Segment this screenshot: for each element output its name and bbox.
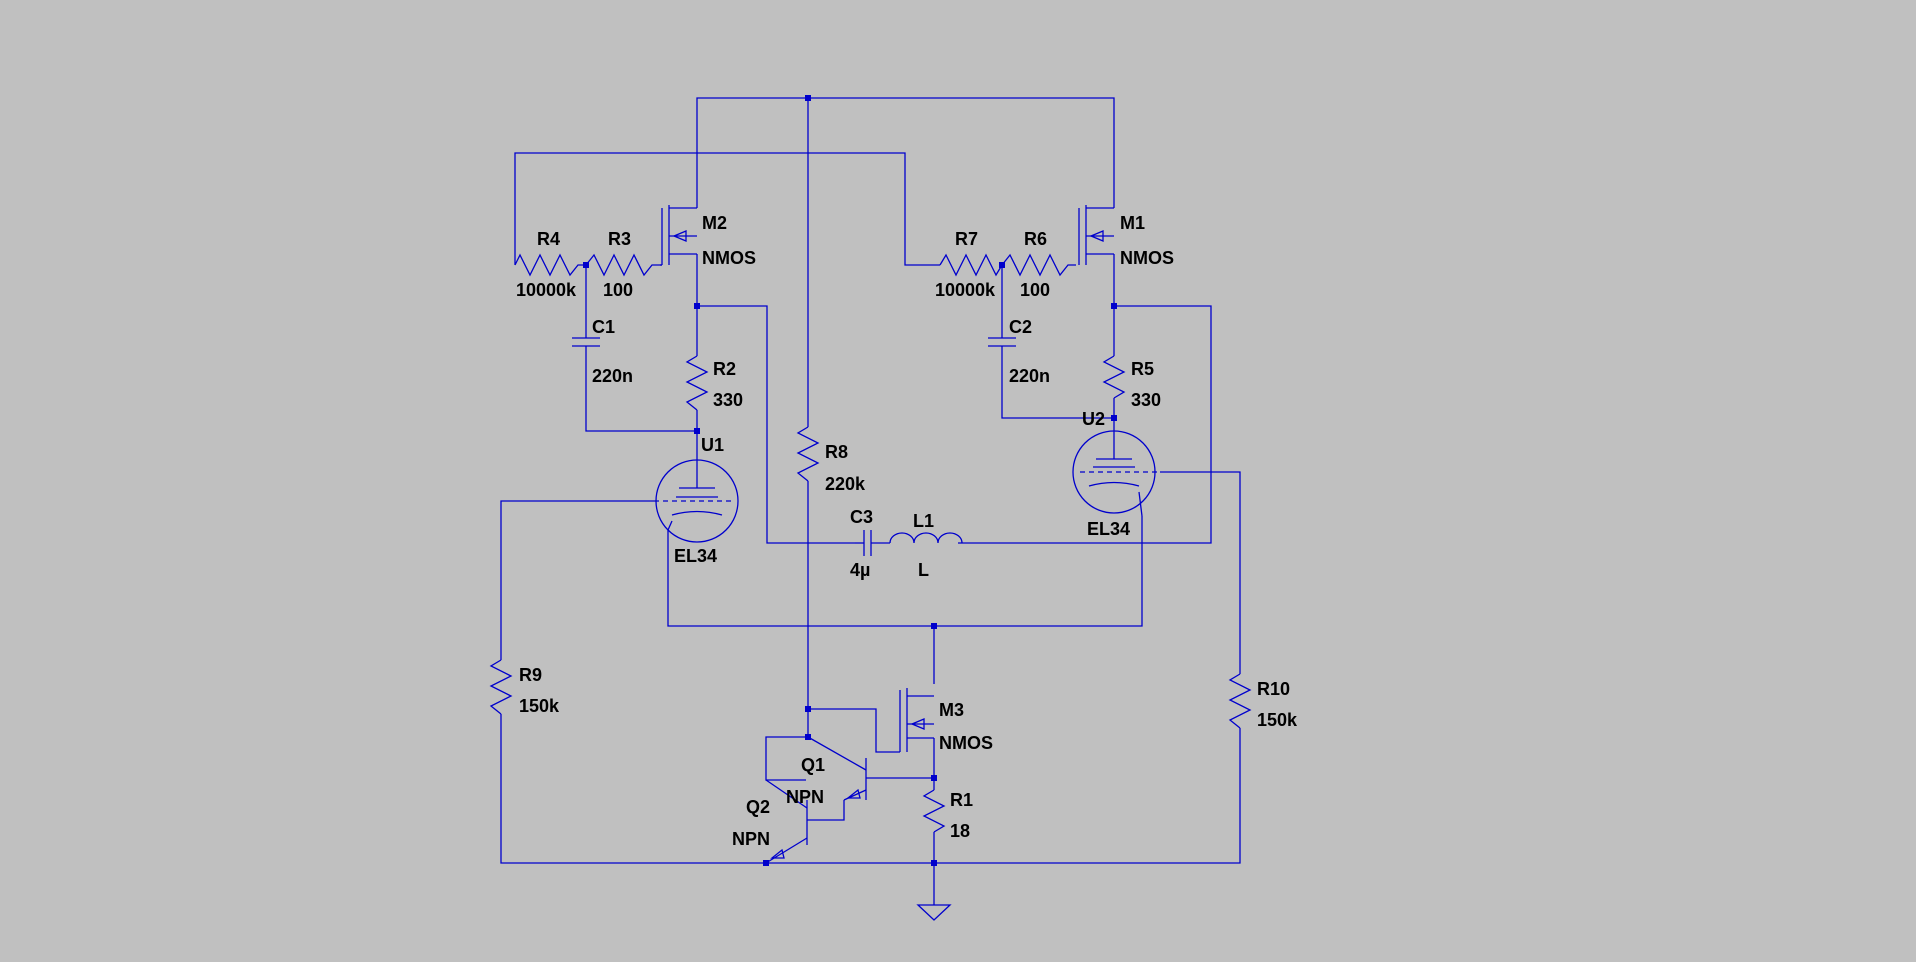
label-ref: C1	[592, 317, 615, 337]
label-value: 330	[1131, 390, 1161, 410]
label-ref: R4	[537, 229, 560, 249]
label-value: 330	[713, 390, 743, 410]
label-value: 10000k	[516, 280, 577, 300]
label-ref: M1	[1120, 213, 1145, 233]
label-value: EL34	[674, 546, 717, 566]
tube-icon[interactable]	[654, 418, 1160, 543]
label-ref: M2	[702, 213, 727, 233]
label-ref: U1	[701, 435, 724, 455]
resistor-icon[interactable]	[489, 253, 1252, 833]
label-ref: R7	[955, 229, 978, 249]
component-labels: M2 NMOS M1 NMOS M3 NMOS R4 10000k R3 100…	[516, 213, 1298, 849]
label-ref: R5	[1131, 359, 1154, 379]
label-value: 220n	[1009, 366, 1050, 386]
label-ref: M3	[939, 700, 964, 720]
label-value: 10000k	[935, 280, 996, 300]
label-value: 100	[1020, 280, 1050, 300]
label-value: NPN	[732, 829, 770, 849]
label-ref: Q1	[801, 755, 825, 775]
label-value: NMOS	[1120, 248, 1174, 268]
label-value: NPN	[786, 787, 824, 807]
label-ref: Q2	[746, 797, 770, 817]
label-ref: L1	[913, 511, 934, 531]
capacitor-icon[interactable]	[572, 337, 1016, 556]
nmos-icon[interactable]	[661, 205, 1114, 752]
label-value: 100	[603, 280, 633, 300]
label-value: 4µ	[850, 560, 870, 580]
label-ref: C2	[1009, 317, 1032, 337]
npn-icon[interactable]	[765, 736, 867, 864]
label-value: L	[918, 560, 929, 580]
label-value: NMOS	[702, 248, 756, 268]
label-value: NMOS	[939, 733, 993, 753]
label-value: 150k	[1257, 710, 1298, 730]
label-ref: R6	[1024, 229, 1047, 249]
label-ref: R9	[519, 665, 542, 685]
label-value: 220n	[592, 366, 633, 386]
label-ref: U2	[1082, 409, 1105, 429]
label-ref: C3	[850, 507, 873, 527]
label-ref: R3	[608, 229, 631, 249]
label-ref: R2	[713, 359, 736, 379]
wires	[500, 97, 1241, 905]
label-value: EL34	[1087, 519, 1130, 539]
ground-icon	[916, 904, 952, 921]
label-ref: R8	[825, 442, 848, 462]
inductor-icon[interactable]	[889, 532, 963, 544]
label-value: 150k	[519, 696, 560, 716]
label-value: 18	[950, 821, 970, 841]
label-value: 220k	[825, 474, 866, 494]
label-ref: R1	[950, 790, 973, 810]
label-ref: R10	[1257, 679, 1290, 699]
